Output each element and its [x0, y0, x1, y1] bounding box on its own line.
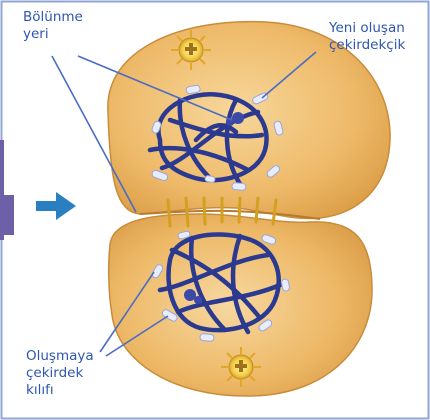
label-division-site-line2: yeri	[23, 26, 83, 43]
label-forming-envelope-line3: kılıfı	[26, 382, 94, 399]
sunburst-centrosome-icon	[221, 347, 261, 387]
label-new-nucleolus: Yeni oluşan çekirdekçik	[329, 20, 405, 54]
sunburst-centrosome-icon	[171, 30, 211, 70]
right-arrow-icon	[36, 192, 76, 220]
label-forming-envelope-line1: Oluşmaya	[26, 348, 94, 365]
left-edge-bar-lower	[0, 195, 14, 235]
lower-nucleolus	[194, 296, 202, 304]
label-new-nucleolus-line2: çekirdekçik	[329, 37, 405, 54]
label-division-site: Bölünme yeri	[23, 9, 83, 43]
label-forming-envelope: Oluşmaya çekirdek kılıfı	[26, 348, 94, 399]
label-forming-envelope-line2: çekirdek	[26, 365, 94, 382]
label-new-nucleolus-line1: Yeni oluşan	[329, 20, 405, 37]
label-division-site-line1: Bölünme	[23, 9, 83, 26]
